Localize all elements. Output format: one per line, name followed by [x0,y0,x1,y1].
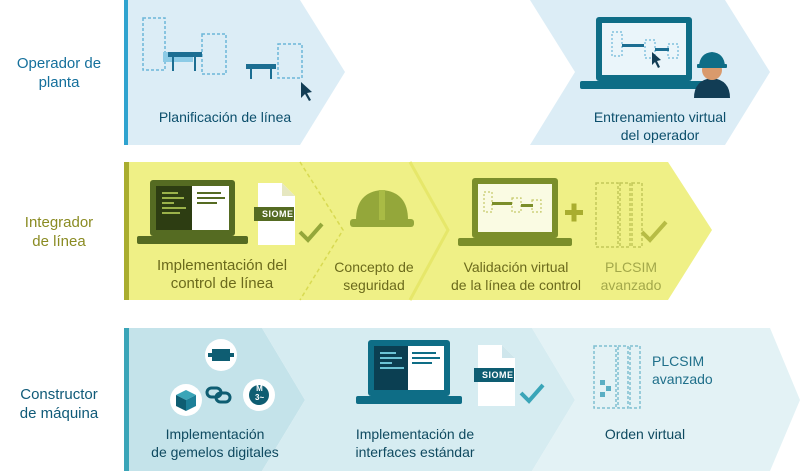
stage-digital-twins: Implementación de gemelos digitales [130,425,300,461]
role-line: Constructor [20,386,98,403]
dashed-divider [299,161,344,301]
stage-label-line: Implementación de [355,426,475,442]
layout-plan-conveyor [168,52,276,79]
role-line: Integrador [24,214,94,231]
stage-label-line: Planificación de línea [158,109,292,125]
siome-document-icon [254,183,295,245]
motor-icon [243,379,275,411]
stage-line-control: Implementación del control de línea [134,257,310,293]
chevron-divider [408,161,450,301]
row2-accent-bar [124,162,129,300]
digital-twins-chevron [124,328,305,471]
plcsim-rack-detail [600,380,611,397]
stage-label-line: del operador [620,127,700,143]
checkmark-icon [640,220,668,243]
stage-standard-interfaces: Implementación de interfaces estándar [340,425,490,461]
stage-label-line: Validación virtual [463,259,569,275]
stage-plcsim-advanced: PLCSIM avanzado [596,258,666,294]
row-machine-builder [124,328,800,471]
role-line: Operador de [16,55,102,72]
siome-badge-text: SIOME [262,209,294,219]
role-line: de máquina [19,405,99,422]
plcsim-rack-icon [593,345,641,409]
row1-accent-bar [124,0,128,145]
cursor-icon [652,52,661,68]
stage-label-line: de gemelos digitales [151,444,279,460]
plus-icon [565,203,583,222]
stage-label-line: control de línea [170,275,274,292]
line-planning-chevron [124,0,345,145]
stage-label-line: PLCSIM [652,353,705,369]
virtual-order-chevron [532,328,800,471]
motor-icon-text-line: 3~ [255,393,265,402]
laptop-code-icon [137,180,248,244]
stage-label-line: de la línea de control [451,277,581,293]
laptop-code-icon [356,340,462,404]
motor-icon-text: M 3~ [255,384,264,402]
stage-label-line: interfaces estándar [355,444,475,460]
role-line: planta [38,74,80,91]
stage-label-line: Implementación del [156,257,288,274]
siome-badge-text: SIOME [482,370,514,380]
stage-label-line: Concepto de [334,259,414,275]
stage-virtual-validation: Validación virtual de la línea de contro… [436,258,596,294]
stage-virtual-training: Entrenamiento virtual del operador [570,108,750,144]
component-icon [205,339,237,371]
row-line-integrator [124,161,712,301]
siome-document-icon [474,345,515,406]
row-plant-operator [124,0,770,145]
stage-label-line: seguridad [343,277,405,293]
stage-virtual-order: Orden virtual [580,425,710,443]
stage-label-line: Entrenamiento virtual [593,109,727,125]
stage-line-planning: Planificación de línea [140,108,310,126]
plcsim-rack-icon [595,182,643,248]
stage-label-line: Implementación [165,426,265,442]
stage-label-line: PLCSIM [604,259,658,275]
worker-helmet-icon [694,52,730,98]
hard-hat-icon [350,190,414,227]
cursor-icon [301,82,312,101]
motor-icon-text-line: M [256,384,263,393]
role-machine-builder: Constructor de máquina [0,385,118,423]
laptop-operator-icon [580,17,708,89]
role-line: de línea [32,233,86,250]
role-plant-operator: Operador de planta [0,54,118,92]
chain-link-icon [205,386,232,404]
laptop-validation-icon [458,178,572,246]
stage-label-line: avanzado [600,277,662,293]
stage-plcsim-advanced-builder: PLCSIM avanzado [652,352,722,388]
checkmark-icon [519,383,545,404]
stage-safety-concept: Concepto de seguridad [324,258,424,294]
row3-accent-bar [124,328,129,471]
checkmark-icon [298,222,324,243]
stage-label-line: avanzado [652,371,713,387]
role-line-integrator: Integrador de línea [0,213,118,251]
cube-icon [170,384,202,416]
stage-label-line: Orden virtual [604,426,686,442]
